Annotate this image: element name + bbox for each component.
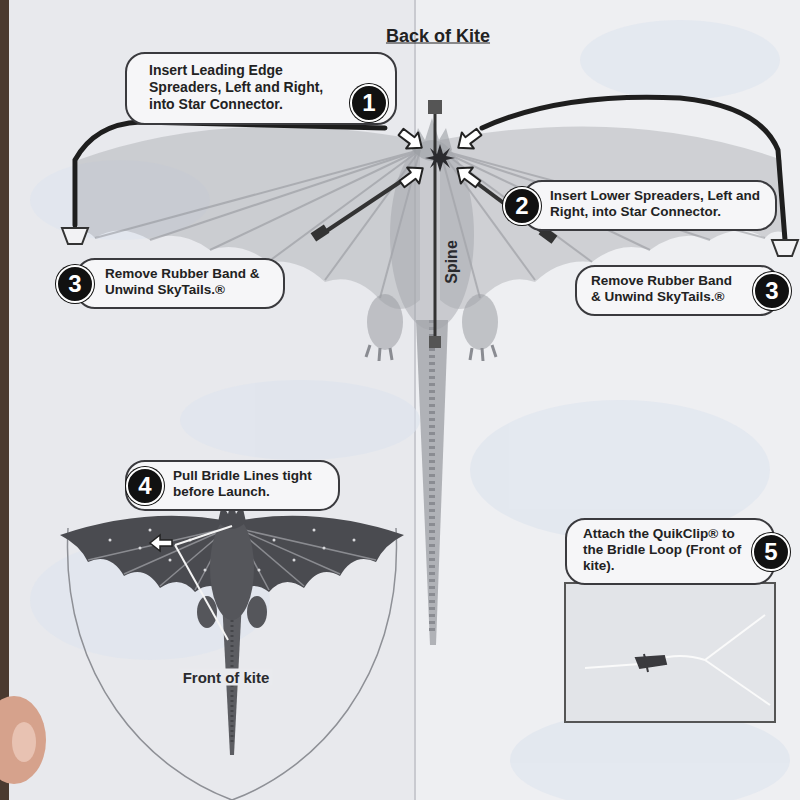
wingtip-cap [772,240,798,256]
cloud [180,380,420,460]
frame [482,97,785,240]
wing [323,547,326,550]
wing [353,539,356,542]
wing [273,539,276,542]
paper [414,0,416,800]
end-cap [429,336,441,348]
callout-box: 3Remove Rubber Band & Unwind SkyTails.® [575,265,780,316]
inset-picture [585,664,640,668]
view-label: Front of kite [180,669,273,686]
finger [0,696,46,784]
callout-number: 3 [56,265,94,303]
wing [258,529,356,572]
inset-picture [705,660,770,705]
wing [440,126,782,309]
callout-number: 5 [752,533,790,571]
paper [415,0,800,800]
callout-box: 2Insert Lower Spreaders, Left and Right,… [522,180,777,231]
tail [416,320,448,645]
cloud [510,710,790,800]
callout-box: 5Attach the QuikClip® to the Bridle Loop… [565,518,775,585]
finger [12,722,36,762]
dragon-front [60,498,404,800]
end-cap [311,224,330,241]
cloud [580,20,780,100]
callout-box: 3Remove Rubber Band & Unwind SkyTails.® [75,258,285,309]
wing [109,539,112,542]
wing [440,126,782,309]
callout-number: 2 [503,187,541,225]
pointer-arrow [150,535,172,551]
callout-text: Insert Lower Spreaders, Left and Right, … [550,188,765,220]
wing [236,528,376,560]
part-label: Spine [443,237,461,287]
wing [149,529,152,532]
wing [232,516,404,592]
frame [62,97,798,348]
bridle-line [175,526,232,640]
bridle-line [175,545,228,640]
wingtip-cap [62,228,88,244]
wing [60,516,232,592]
wing [109,529,207,572]
wing [60,516,232,592]
callout-number: 1 [350,84,388,122]
wing [210,150,420,250]
star-connector [425,144,455,172]
pointer-arrow [452,124,485,156]
title: Back of Kite [386,26,490,47]
wing [95,150,420,298]
wing [204,569,207,572]
wing [313,529,316,532]
quikclip [636,654,666,672]
inset-picture [565,583,775,722]
wing [232,516,404,592]
wing [139,547,142,550]
frame [75,122,385,225]
callout-text: Pull Bridle Lines tight before Launch. [173,468,328,500]
inset-picture [565,583,775,722]
leg [247,596,267,628]
callout-text: Attach the QuikClip® to the Bridle Loop … [583,526,743,575]
inset-picture [705,615,765,660]
dragon-back [78,118,782,645]
spine-rod [434,112,437,340]
wing [169,559,172,562]
callout-number: 3 [753,272,791,310]
wing [150,150,420,240]
inset-picture [585,615,770,705]
callout-text: Remove Rubber Band & Unwind SkyTails.® [591,273,744,305]
callout-text: Remove Rubber Band & Unwind SkyTails.® [105,266,273,298]
callout-text: Insert Leading Edge Spreaders, Left and … [149,62,341,112]
callout-box: 1Insert Leading Edge Spreaders, Left and… [125,52,397,125]
wing [258,569,261,572]
tail [429,320,435,635]
leg [367,294,403,350]
pointer-arrow [396,160,429,192]
cloud [30,20,790,800]
bridle-line [175,526,232,545]
pointer-arrow [451,160,484,192]
callout-box: 4 Pull Bridle Lines tight before Launch. [125,460,340,511]
wing [88,528,228,590]
wing [236,528,376,590]
wing [88,528,228,560]
wing [95,150,420,238]
callout-number: 4 [126,467,164,505]
pointer-arrow [395,124,428,156]
pointer-arrow [395,124,485,192]
end-cap [428,100,442,114]
leg [462,294,498,350]
finger [0,696,46,784]
wing [293,559,296,562]
paper [0,0,9,800]
